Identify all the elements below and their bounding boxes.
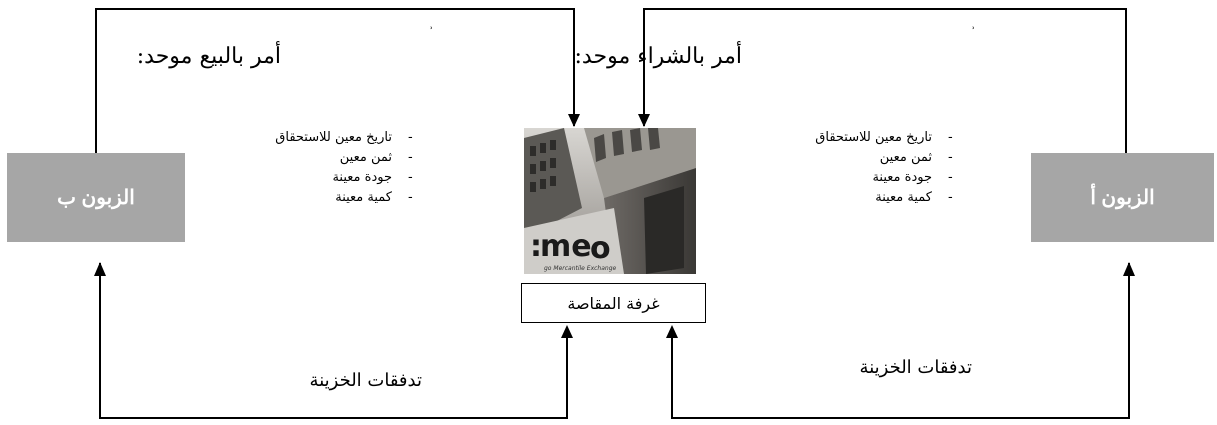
- sell-order-flow-line: [95, 8, 575, 153]
- buy-item-text: ثمن معين: [879, 150, 932, 165]
- sell-item-text: جودة معينة: [332, 170, 392, 185]
- list-item: ثمن معين -: [740, 148, 980, 168]
- photo-sign-subtext: go Mercantile Exchange: [544, 265, 617, 272]
- buy-item-text: جودة معينة: [872, 170, 932, 185]
- cash-flow-left-arrowhead-up: [94, 262, 106, 276]
- cash-flow-left-label: تدفقات الخزينة: [309, 370, 422, 391]
- list-item: تاريخ معين للاستحقاق -: [200, 128, 440, 148]
- bullet-dash: -: [408, 190, 413, 205]
- list-item: ثمن معين -: [200, 148, 440, 168]
- clearing-house-photo: : me o go Mercantile Exchange: [524, 128, 696, 274]
- customer-a-label: الزبون أ: [1090, 187, 1155, 209]
- clearing-house-box: غرفة المقاصة: [521, 283, 706, 323]
- cash-flow-right-arrowhead-house: [666, 325, 678, 338]
- bullet-dash: -: [948, 130, 953, 145]
- bullet-dash: -: [408, 170, 413, 185]
- sell-item-text: ثمن معين: [339, 150, 392, 165]
- photo-sign-text: me: [540, 229, 592, 264]
- buy-item-text: تاريخ معين للاستحقاق: [815, 130, 932, 145]
- cash-flow-right-arrowhead-up: [1123, 262, 1135, 276]
- bullet-dash: -: [948, 150, 953, 165]
- bullet-dash: -: [948, 170, 953, 185]
- customer-a-box: الزبون أ: [1031, 153, 1214, 242]
- cash-flow-right-label: تدفقات الخزينة: [859, 357, 972, 378]
- customer-b-box: الزبون ب: [7, 153, 185, 242]
- buy-item-text: كمية معينة: [875, 190, 932, 205]
- sell-item-text: كمية معينة: [335, 190, 392, 205]
- stray-mark: ʾ: [972, 26, 976, 37]
- sell-order-arrowhead: [568, 114, 580, 127]
- stray-mark: ʾ: [430, 26, 434, 37]
- list-item: تاريخ معين للاستحقاق -: [740, 128, 980, 148]
- list-item: جودة معينة -: [740, 168, 980, 188]
- cash-flow-left-arrowhead-house: [561, 325, 573, 338]
- bullet-dash: -: [948, 190, 953, 205]
- bullet-dash: -: [408, 130, 413, 145]
- list-item: كمية معينة -: [740, 188, 980, 208]
- buy-order-flow-line: [643, 8, 1127, 153]
- customer-b-label: الزبون ب: [57, 187, 135, 209]
- sell-order-title: أمر بالبيع موحد:: [136, 44, 281, 69]
- buy-order-arrowhead: [638, 114, 650, 127]
- svg-text:o: o: [590, 231, 611, 266]
- buy-order-list: تاريخ معين للاستحقاق - ثمن معين - جودة معي…: [740, 128, 980, 208]
- sell-order-list: تاريخ معين للاستحقاق - ثمن معين - جودة معي…: [200, 128, 440, 208]
- buy-order-title: أمر بالشراء موحد:: [574, 44, 742, 69]
- bullet-dash: -: [408, 150, 413, 165]
- sell-item-text: تاريخ معين للاستحقاق: [275, 130, 392, 145]
- cash-flow-right-line: [671, 263, 1130, 419]
- cash-flow-left-line: [99, 263, 568, 419]
- list-item: كمية معينة -: [200, 188, 440, 208]
- clearing-house-label: غرفة المقاصة: [567, 293, 660, 313]
- svg-text::: :: [530, 229, 542, 264]
- list-item: جودة معينة -: [200, 168, 440, 188]
